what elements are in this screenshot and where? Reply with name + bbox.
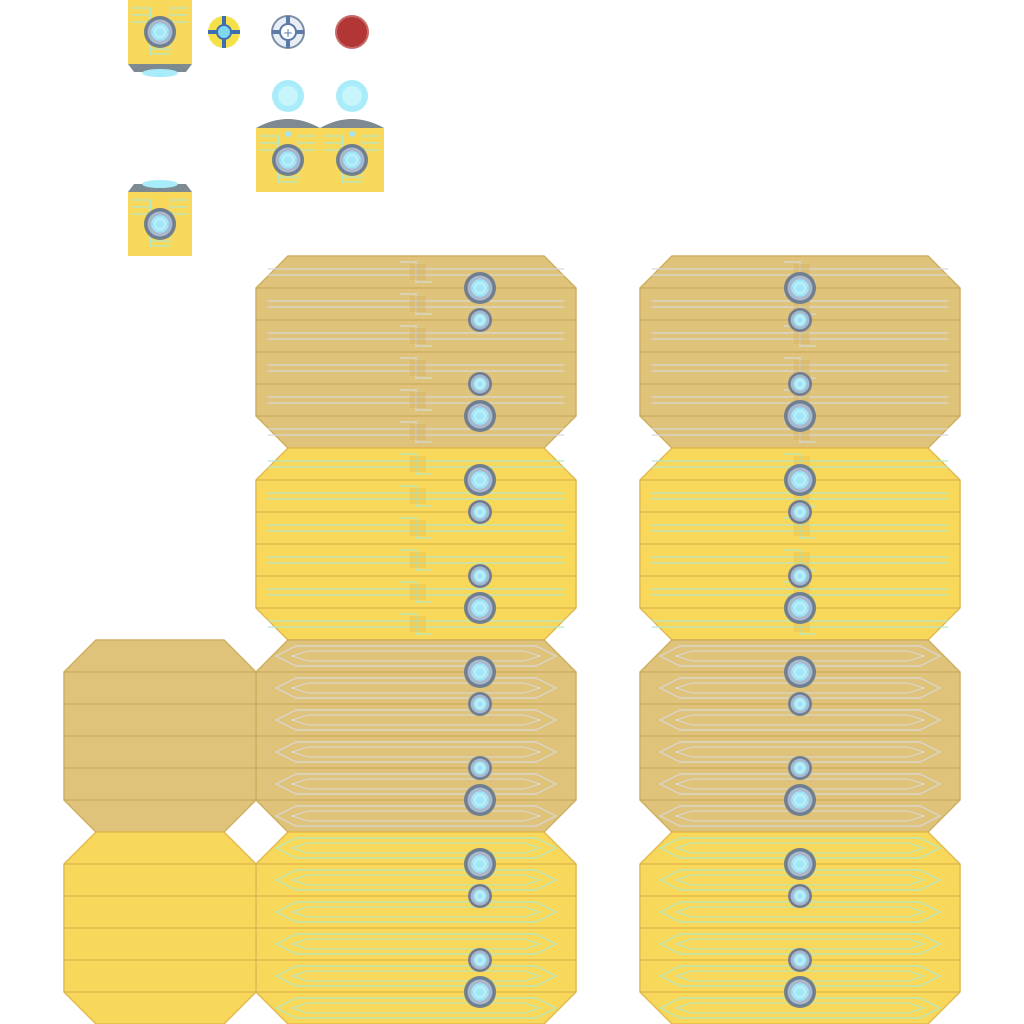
ring-icon (144, 16, 176, 48)
small-sprites: + (128, 0, 384, 256)
ring-icon (788, 372, 812, 396)
ring-icon (788, 308, 812, 332)
ring-icon (144, 208, 176, 240)
ring-icon (784, 976, 816, 1008)
ring-icon (272, 144, 304, 176)
svg-text:+: + (283, 26, 293, 40)
ring-icon (784, 592, 816, 624)
panel-plain-gold (63, 831, 257, 1024)
ring-icon (784, 656, 816, 688)
panel-plain-tan (63, 639, 257, 833)
cube-tile-icon (128, 0, 192, 77)
ring-icon (468, 564, 492, 588)
ring-icon (788, 500, 812, 524)
receiver-tile-icon (128, 180, 192, 256)
ring-icon (468, 948, 492, 972)
ring-icon (468, 500, 492, 524)
ring-icon (784, 848, 816, 880)
ring-icon (464, 976, 496, 1008)
ring-icon (464, 656, 496, 688)
panel-strip-gold-a (639, 447, 961, 641)
ring-icon (464, 464, 496, 496)
panel-strip-tan-b (639, 639, 961, 833)
ring-icon (468, 884, 492, 908)
panel-strip-tan-a (255, 255, 577, 449)
ring-icon (788, 692, 812, 716)
panel-sprites (63, 255, 961, 1024)
panel-strip-gold-a (255, 447, 577, 641)
panel-strip-gold-b (639, 831, 961, 1024)
ring-icon (788, 756, 812, 780)
ring-icon (784, 784, 816, 816)
ring-icon (464, 592, 496, 624)
emitter-right-icon (320, 80, 384, 192)
yellow-target-icon (208, 16, 240, 48)
ring-icon (336, 144, 368, 176)
ring-icon (788, 564, 812, 588)
ring-icon (788, 948, 812, 972)
ring-icon (788, 884, 812, 908)
blue-target-icon: + (271, 15, 305, 49)
emitter-left-icon (256, 80, 320, 192)
ring-icon (464, 400, 496, 432)
ring-icon (468, 692, 492, 716)
panel-strip-tan-a (639, 255, 961, 449)
panel-strip-tan-b (255, 639, 577, 833)
ring-icon (468, 756, 492, 780)
ring-icon (464, 784, 496, 816)
panel-strip-gold-b (255, 831, 577, 1024)
ring-icon (464, 848, 496, 880)
ring-icon (784, 400, 816, 432)
red-orb-icon (335, 15, 369, 49)
ring-icon (468, 372, 492, 396)
ring-icon (468, 308, 492, 332)
ring-icon (464, 272, 496, 304)
ring-icon (784, 272, 816, 304)
ring-icon (784, 464, 816, 496)
